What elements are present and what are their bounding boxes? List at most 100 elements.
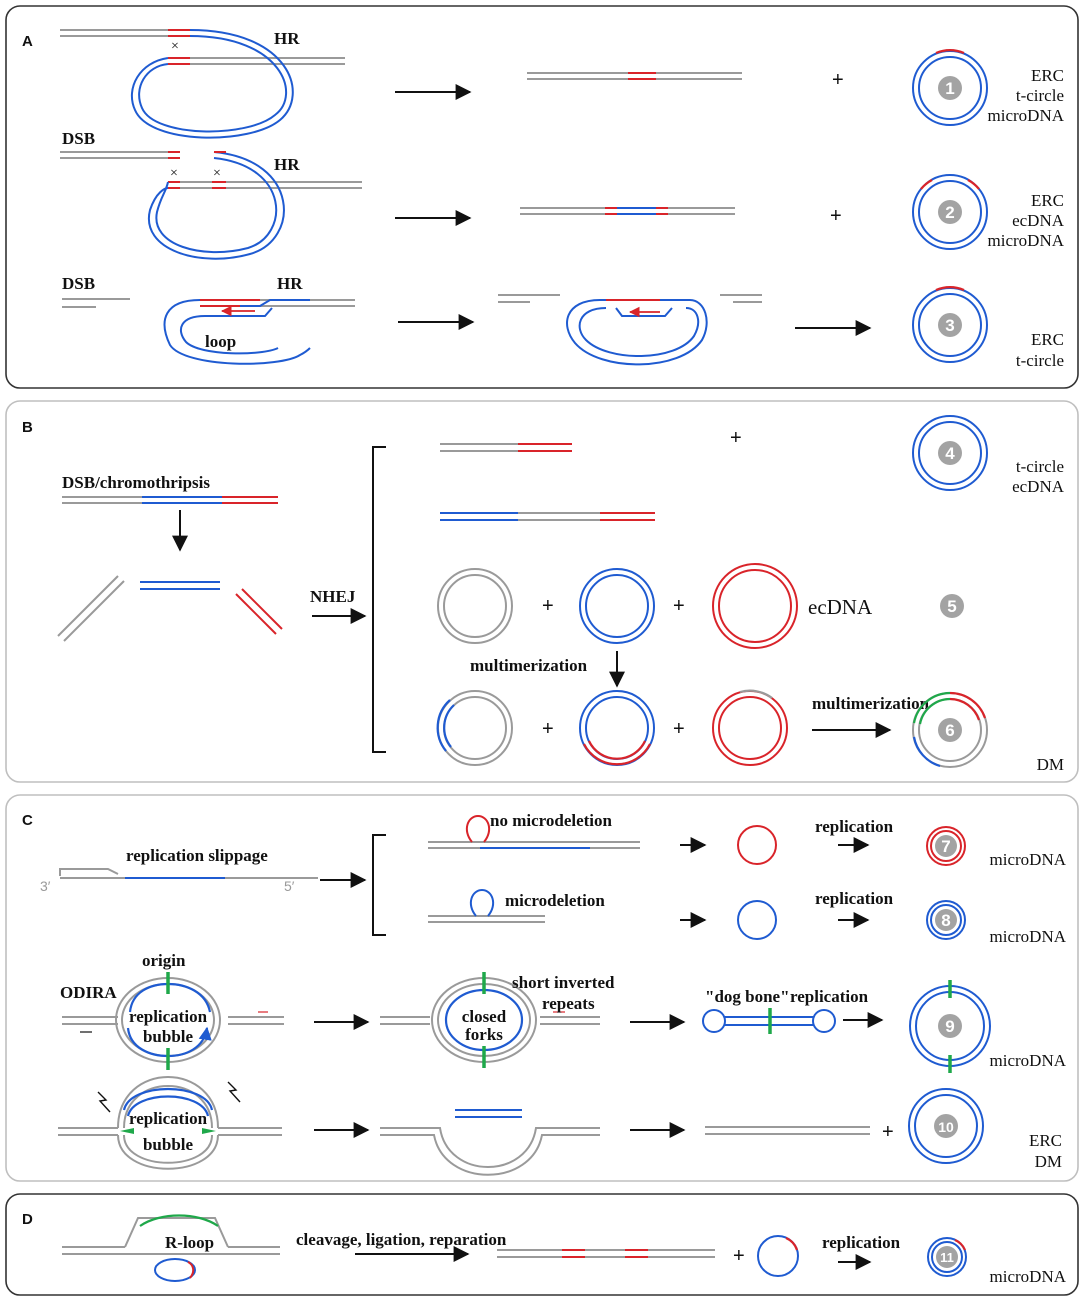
dsb-label: DSB [62,129,95,148]
ecc-circle-11: 11 [927,1237,967,1277]
dog-bone [702,1008,836,1034]
svg-text:9: 9 [945,1017,954,1036]
svg-text:5′: 5′ [284,878,295,894]
b-circles-row2 [436,689,788,766]
ecc-type: microDNA [988,231,1065,250]
a-row2-chromosome: × × [60,151,362,260]
svg-text:+: + [830,205,842,227]
ecc-type: t-circle [1016,457,1064,476]
replication-bubble-break [58,1076,282,1170]
a-row1-product-linear [527,72,742,80]
ecc-circle-8: 8 [926,900,966,940]
b-chromosome [62,496,278,504]
hr-label: HR [277,274,303,293]
ecc-type: microDNA [990,927,1067,946]
short-inverted-repeats-label: repeats [542,994,595,1013]
bracket [372,834,386,936]
panel-c: C replication slippage 3′ 5′ no microdel… [5,794,1079,1182]
loop-label: loop [205,332,236,351]
c-linear-product [705,1126,870,1135]
number-badge [938,1014,962,1038]
cleavage-label: cleavage, ligation, reparation [296,1230,507,1249]
replication-label: replication [815,889,894,908]
microdeletion-strand [428,888,545,923]
a-row1-chromosome: × [60,29,345,139]
number-badge [935,909,957,931]
svg-text:11: 11 [940,1250,954,1265]
closed-forks-label: closed [462,1007,507,1026]
ecc-type: microDNA [988,106,1065,125]
r-loop-label: R-loop [165,1233,214,1252]
origin-label: origin [142,951,186,970]
svg-text:3: 3 [945,316,954,335]
closed-forks [380,972,600,1068]
ecc-type: ERC [1031,330,1064,349]
no-microdeletion-label: no microdeletion [490,811,613,830]
ecdna-label: ecDNA [808,595,873,619]
dsb-label: DSB [62,274,95,293]
replication-label: replication [822,1233,901,1252]
svg-text:10: 10 [938,1119,954,1135]
replication-bubble-label: bubble [143,1135,194,1154]
svg-text:3′: 3′ [40,878,51,894]
svg-text:5: 5 [947,597,956,616]
number-badge [938,76,962,100]
ecc-type: ERC [1031,191,1064,210]
ecc-type: t-circle [1016,86,1064,105]
svg-text:7: 7 [941,837,950,856]
replication-slippage-label: replication slippage [126,846,268,865]
svg-text:+: + [832,69,844,91]
panel-letter: D [22,1211,33,1228]
svg-text:1: 1 [945,79,954,98]
svg-text:+: + [730,427,742,449]
svg-text:×: × [171,39,179,54]
svg-text:8: 8 [941,911,950,930]
excised-gap [380,1109,600,1176]
ecc-type: DM [1035,1152,1062,1171]
closed-forks-label: forks [465,1025,503,1044]
number-badge [940,594,964,618]
a-row3-intermediate [498,294,762,366]
panel-c-frame [5,794,1079,1182]
nhej-label: NHEJ [310,587,356,606]
svg-text:+: + [733,1245,745,1267]
ss-circle-red [737,825,777,865]
svg-text:4: 4 [945,444,955,463]
svg-text:×: × [170,166,178,181]
panel-letter: A [22,33,33,50]
svg-text:×: × [213,166,221,181]
ecc-circle-4: 4 [912,415,988,491]
dog-bone-label: "dog bone" [705,987,790,1006]
odira-bubble [62,972,284,1070]
b-circles-row1 [437,563,798,649]
ecc-circle-9: 9 [909,980,991,1073]
a-row3-loop [163,299,355,365]
number-badge [934,1114,958,1138]
svg-text:+: + [542,718,554,740]
b-linear-product-2 [440,512,655,521]
ss-circle-blue [737,900,777,940]
odira-label: ODIRA [60,983,117,1002]
microdeletion-label: microdeletion [505,891,605,910]
number-badge [936,1246,958,1268]
number-badge [935,835,957,857]
b-fragments [57,575,283,642]
short-inverted-repeats-label: short inverted [512,973,615,992]
dsb-chromothripsis-label: DSB/chromothripsis [62,473,210,492]
ecc-circle-2: 2 [912,174,988,250]
replication-label: replication [815,817,894,836]
number-badge [938,441,962,465]
ecc-type: ERC [1031,66,1064,85]
ecc-circle-3: 3 [912,286,988,363]
bracket [372,446,386,753]
hr-label: HR [274,155,300,174]
svg-text:6: 6 [945,721,954,740]
panel-d: D R-loop cleavage, ligation, reparation … [5,1193,1079,1296]
a-row2-product-linear [520,207,735,215]
ecc-circle-10: 10 [908,1088,984,1164]
number-badge [938,718,962,742]
panel-letter: B [22,419,33,436]
dm-label: DM [1037,755,1064,774]
replication-bubble-label: replication [129,1007,208,1026]
